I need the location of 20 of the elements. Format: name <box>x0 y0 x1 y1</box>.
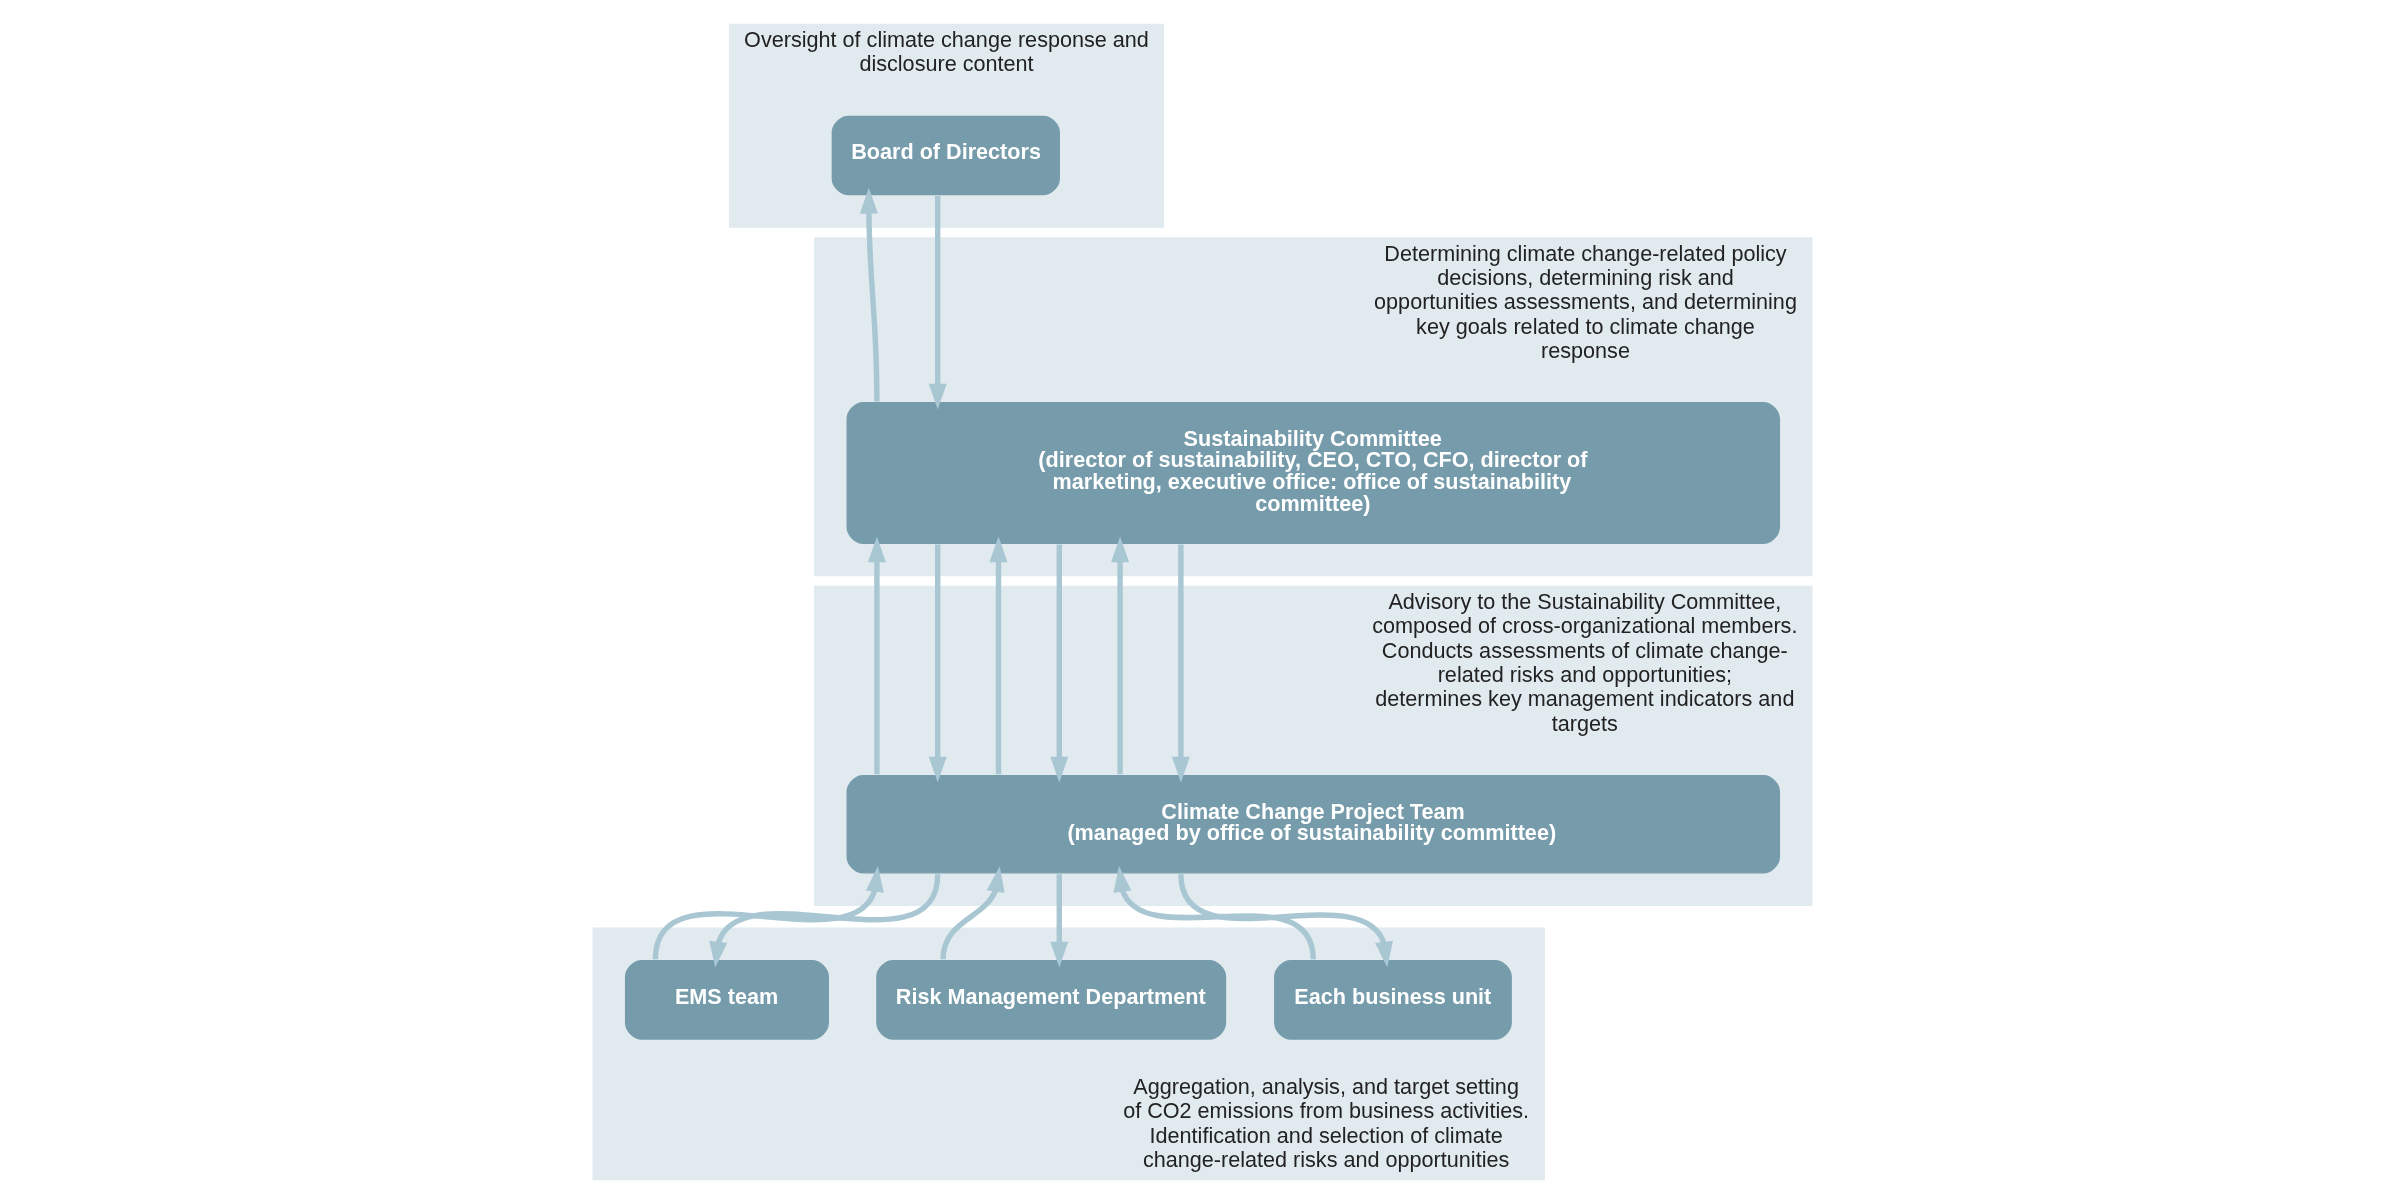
arrow <box>1177 873 1393 968</box>
arrow <box>1110 536 1129 775</box>
arrow <box>1113 866 1316 960</box>
arrow <box>989 536 1007 775</box>
arrow <box>928 544 947 783</box>
node-box: Board of Directors <box>831 115 1060 196</box>
arrow <box>708 873 940 968</box>
arrow <box>1049 874 1068 968</box>
arrow <box>867 536 886 775</box>
node-box: Sustainability Committee (director of sustainability, CEO, CTO, CFO, director of marketing, executive office: office of sustainability committee) <box>846 402 1780 544</box>
arrow <box>1171 544 1190 783</box>
node-box: Risk Management Department <box>875 960 1226 1040</box>
arrow <box>928 196 947 410</box>
node-box: EMS team <box>624 960 829 1040</box>
arrow <box>1049 544 1068 783</box>
arrow <box>859 187 880 402</box>
node-box: Each business unit <box>1273 960 1512 1040</box>
arrow <box>939 866 1005 960</box>
arrow <box>652 866 884 960</box>
node-box: Climate Change Project Team (managed by office of sustainability committee) <box>846 774 1780 874</box>
